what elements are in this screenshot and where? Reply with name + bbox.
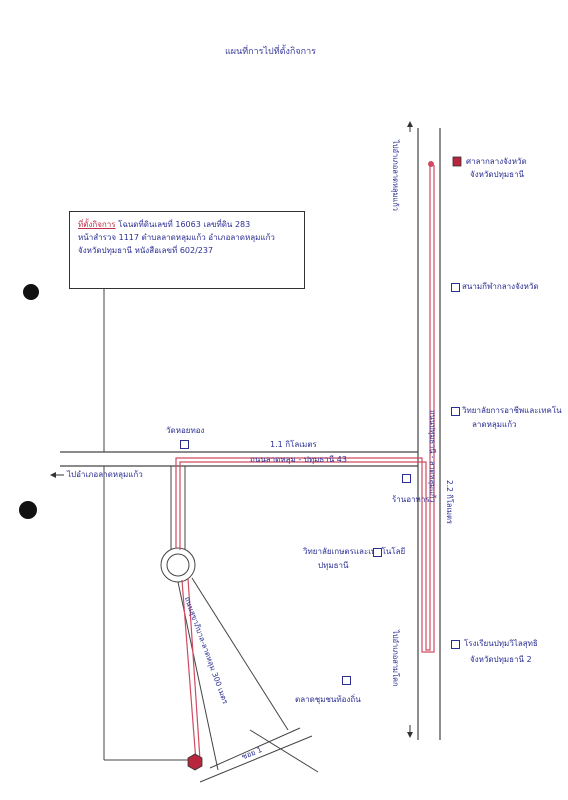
info-line-2: หน้าสำรวจ 1117 ตำบลลาดหลุมแก้ว อำเภอลาดห… bbox=[78, 233, 275, 242]
building-icon bbox=[180, 440, 189, 449]
building-icon bbox=[451, 283, 460, 292]
road-bottom-cross-a bbox=[199, 735, 313, 783]
location-info-box: ที่ตั้งกิจการ โฉนดที่ดินเลขที่ 16063 เลข… bbox=[69, 211, 305, 289]
building-icon bbox=[451, 640, 460, 649]
label-rajabhat: วิทยาลัยเกษตรและเทคโนโลยี bbox=[303, 547, 406, 556]
label-left-arrow: ไปอำเภอลาดหลุมแก้ว bbox=[67, 470, 143, 479]
label-market-near: ร้านอาหาร bbox=[392, 495, 430, 504]
roundabout bbox=[160, 547, 196, 583]
arrow-top-head bbox=[407, 121, 413, 127]
building-icon bbox=[342, 676, 351, 685]
building-icon bbox=[402, 474, 411, 483]
roundabout-inner bbox=[166, 553, 190, 577]
road-diagonal-b bbox=[191, 577, 289, 731]
road-bottom-cross-c bbox=[249, 729, 319, 773]
arrow-bottom-head bbox=[407, 732, 413, 738]
info-line-3: จังหวัดปทุมธานี หนังสือเลขที่ 602/237 bbox=[78, 246, 214, 255]
label-temple: วัดหอยทอง bbox=[166, 426, 205, 435]
info-prefix: ที่ตั้งกิจการ bbox=[78, 220, 116, 229]
road-bottom-cross-b bbox=[209, 727, 301, 769]
route-diagonal bbox=[181, 579, 197, 763]
route-line bbox=[179, 165, 431, 651]
label-rajabhat-2: ปทุมธานี bbox=[318, 561, 349, 570]
label-province-office: ศาลากลางจังหวัด bbox=[466, 157, 527, 166]
label-province-office-2: จังหวัดปทุมธานี bbox=[470, 170, 525, 179]
label-top-right-road: ไปอำเภอลาดหลุมแก้ว bbox=[391, 140, 400, 212]
label-road-seg: ถนนปทุมธานี - ลาดหลุมแก้ว bbox=[428, 410, 437, 503]
label-hospital: โรงเรียนปทุมวิไลสุทธิ bbox=[464, 639, 538, 648]
province-office-marker bbox=[452, 156, 462, 167]
punch-hole-bottom bbox=[19, 501, 37, 519]
punch-hole-top bbox=[23, 284, 39, 300]
route-diagonal-2 bbox=[187, 577, 201, 761]
label-hospital-2: จังหวัดปทุมธานี 2 bbox=[470, 655, 532, 664]
building-icon bbox=[451, 407, 460, 416]
building-icon bbox=[373, 548, 382, 557]
label-market-bottom: ตลาดชุมชนท้องถิ่น bbox=[295, 695, 361, 704]
label-college: วิทยาลัยการอาชีพและเทคโน bbox=[462, 406, 562, 415]
destination-marker bbox=[187, 753, 203, 771]
label-main-road-name: ถนนลาดหลุม - ปทุมธานี 43 bbox=[250, 455, 347, 464]
label-bottom-right-road: ไปอำเภอสามโคก bbox=[391, 630, 400, 687]
info-line-1: ที่ตั้งกิจการ โฉนดที่ดินเลขที่ 16063 เลข… bbox=[78, 220, 251, 229]
route-line-inner bbox=[175, 165, 435, 653]
label-museum: สนามกีฬากลางจังหวัด bbox=[462, 282, 539, 291]
start-dot bbox=[428, 161, 434, 167]
label-college-2: ลาดหลุมแก้ว bbox=[472, 420, 517, 429]
label-km22: 2.2 กิโลเมตร bbox=[445, 480, 454, 524]
arrow-left-head bbox=[50, 472, 56, 478]
label-main-road: 1.1 กิโลเมตร bbox=[270, 440, 317, 449]
map-title: แผนที่การไปที่ตั้งกิจการ bbox=[225, 47, 316, 57]
